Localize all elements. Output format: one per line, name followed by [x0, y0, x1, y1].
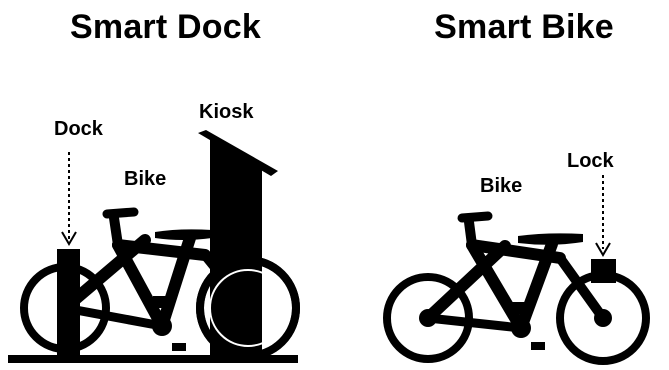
smart-bike-icon — [387, 216, 646, 361]
lock-arrow — [596, 175, 610, 255]
smart-bike-illustration — [387, 175, 646, 361]
smart-dock-illustration — [8, 130, 298, 363]
lock-box — [591, 259, 616, 283]
dock-post — [57, 249, 80, 359]
dock-arrow — [62, 152, 76, 244]
kiosk-icon — [198, 130, 278, 359]
